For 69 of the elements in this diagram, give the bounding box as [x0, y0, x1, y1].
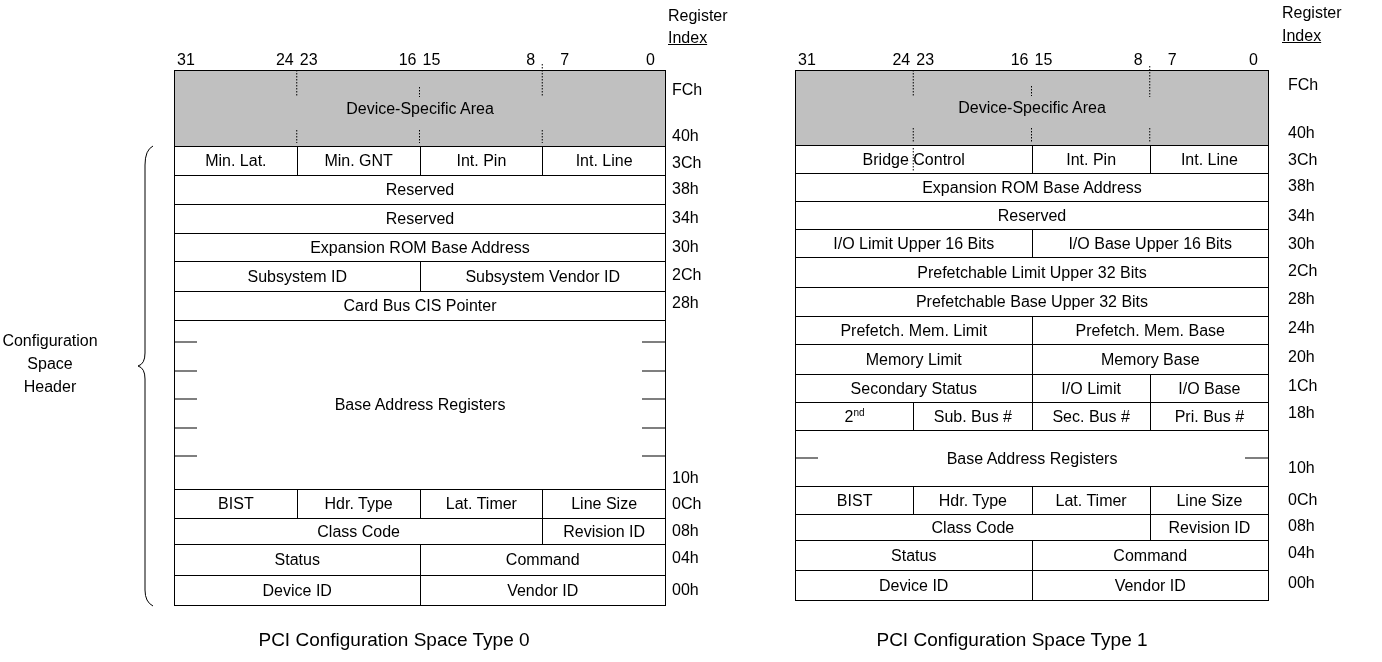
register-offset: 30h [1288, 235, 1315, 253]
column-heading: Index [668, 29, 708, 47]
figure-caption: PCI Configuration Space Type 0 [258, 631, 530, 649]
register-field: Card Bus CIS Pointer [174, 291, 666, 321]
bit-number: 16 [398, 51, 417, 69]
register-offset: 10h [1288, 459, 1315, 477]
register-offset: 04h [672, 549, 699, 567]
bit-number: 16 [1010, 51, 1029, 69]
bit-number: 15 [422, 51, 441, 69]
register-offset: 30h [672, 238, 699, 256]
register-offset: 04h [1288, 544, 1315, 562]
register-offset: 3Ch [1288, 151, 1318, 169]
register-offset: 08h [1288, 517, 1315, 535]
register-offset: 38h [1288, 177, 1315, 195]
register-field: Base Address Registers [174, 320, 666, 490]
bit-number: 0 [646, 51, 655, 69]
device-specific-area: Device-Specific Area [795, 70, 1269, 146]
register-field: Prefetchable Base Upper 32 Bits [795, 287, 1269, 317]
register-offset: 00h [672, 581, 699, 599]
column-heading: Index [1282, 27, 1322, 45]
register-field: Reserved [795, 201, 1269, 230]
register-offset: FCh [1288, 76, 1319, 94]
column-heading: Register [668, 7, 728, 25]
bit-number: 7 [560, 51, 570, 69]
register-field: Reserved [174, 204, 666, 234]
register-field: Expansion ROM Base Address [174, 233, 666, 262]
register-field: Prefetchable Limit Upper 32 Bits [795, 257, 1269, 288]
register-offset: 28h [672, 294, 699, 312]
bit-number: 23 [299, 51, 318, 69]
device-specific-area: Device-Specific Area [174, 70, 666, 147]
register-field: Vendor ID [419, 575, 666, 606]
bit-number: 31 [798, 51, 816, 69]
figure-caption: PCI Configuration Space Type 1 [876, 631, 1148, 649]
register-field: Reserved [174, 175, 666, 205]
side-label: Configuration Space Header [1, 330, 99, 397]
register-offset: 00h [1288, 574, 1315, 592]
bit-number: 24 [275, 51, 294, 69]
bit-number: 8 [526, 51, 536, 69]
register-field: Device ID [795, 570, 1033, 601]
register-offset: 2Ch [1288, 262, 1318, 280]
bit-number: 7 [1167, 51, 1177, 69]
column-heading: Register [1282, 4, 1342, 22]
register-field: Expansion ROM Base Address [795, 173, 1269, 202]
register-offset: 40h [672, 127, 699, 145]
bit-number: 15 [1034, 51, 1053, 69]
register-field: Base Address Registers [795, 430, 1269, 487]
register-field: Vendor ID [1031, 570, 1269, 601]
register-field: Device ID [174, 575, 421, 606]
bit-number: 24 [892, 51, 911, 69]
register-offset: 18h [1288, 404, 1315, 422]
bit-number: 0 [1249, 51, 1258, 69]
register-offset: 2Ch [672, 266, 702, 284]
bit-number: 23 [916, 51, 935, 69]
register-offset: 20h [1288, 348, 1315, 366]
register-offset: 34h [672, 209, 699, 227]
register-offset: 3Ch [672, 154, 702, 172]
register-offset: 38h [672, 180, 699, 198]
register-offset: FCh [672, 81, 703, 99]
register-offset: 0Ch [672, 495, 702, 513]
register-offset: 1Ch [1288, 377, 1318, 395]
register-offset: 40h [1288, 124, 1315, 142]
register-offset: 10h [672, 469, 699, 487]
register-offset: 34h [1288, 207, 1315, 225]
register-offset: 24h [1288, 319, 1315, 337]
bit-number: 31 [177, 51, 195, 69]
register-offset: 0Ch [1288, 491, 1318, 509]
register-offset: 08h [672, 522, 699, 540]
register-offset: 28h [1288, 290, 1315, 308]
bit-number: 8 [1133, 51, 1143, 69]
